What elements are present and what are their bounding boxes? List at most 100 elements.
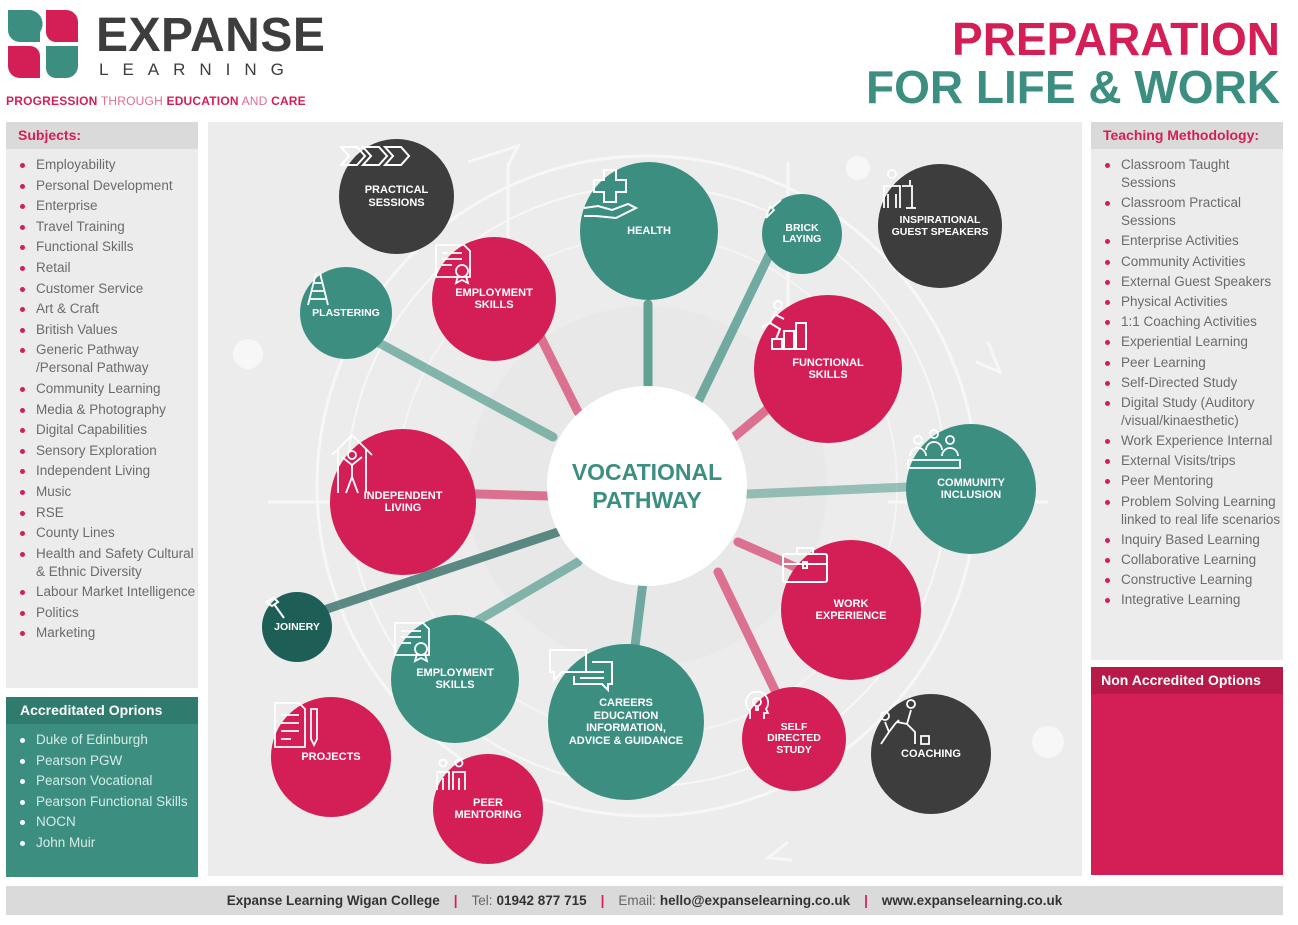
node-label: LAYING [782,233,822,245]
page-title-line1: PREPARATION [952,13,1280,65]
list-item: Pearson Vocational [18,772,198,790]
list-item: Media & Photography [18,401,198,419]
certificate-icon [394,622,430,663]
list-item: Employability [18,156,198,174]
hub-line1: VOCATIONAL [571,459,723,485]
node-label: INDEPENDENT [363,489,443,502]
ladder-icon [307,272,329,306]
list-item: Labour Market Intelligence [18,583,198,601]
page-title-line2: FOR LIFE & WORK [866,61,1280,113]
chevrons-icon [339,146,411,166]
certificate-icon [435,244,471,285]
footer-website-link[interactable]: www.expanselearning.co.uk [881,893,1063,908]
node-label: INCLUSION [940,489,1002,501]
node-label: SKILLS [435,679,475,691]
briefcase-icon [782,547,828,583]
node-careers-education: CAREERS EDUCATION INFORMATION, ADVICE & … [548,644,704,800]
node-plastering: PLASTERING [300,267,392,359]
node-label: PRACTICAL [364,184,429,196]
list-item: Collaborative Learning [1103,551,1283,569]
list-item: Classroom Practical Sessions [1103,194,1283,230]
list-item: NOCN [18,813,198,831]
footer-email-link[interactable]: hello@expanselearning.co.uk [659,893,851,908]
list-item: Integrative Learning [1103,591,1283,609]
node-label: PLASTERING [312,306,380,319]
node-inspirational-guest-speakers: INSPIRATIONAL GUEST SPEAKERS [878,164,1002,288]
accredited-heading: Accreditated Oprions [6,697,198,724]
node-employment-skills-upper: EMPLOYMENT SKILLS [432,237,556,361]
node-label: PEER [473,796,503,809]
list-item: Personal Development [18,177,198,195]
person-in-house-icon [331,433,373,494]
group-meeting-icon [907,429,961,469]
node-label: STUDY [776,743,812,756]
node-label: EMPLOYMENT [455,286,533,299]
footer-tel-label: Tel: [471,893,493,908]
list-item: Functional Skills [18,238,198,256]
methodology-panel: Teaching Methodology: Classroom Taught S… [1091,122,1283,660]
tagline: PROGRESSION THROUGH EDUCATION AND CARE [6,94,306,108]
node-label: LIVING [384,502,422,514]
node-label: SKILLS [808,369,848,381]
head-lightbulb-icon [745,691,770,719]
list-item: Health and Safety Cultural & Ethnic Dive… [18,545,198,581]
list-item: Digital Capabilities [18,421,198,439]
speaker-at-lectern-icon [883,169,916,209]
list-item: Peer Mentoring [1103,472,1283,490]
footer-bar: Expanse Learning Wigan College | Tel: 01… [6,886,1283,915]
list-item: Retail [18,259,198,277]
list-item: Enterprise Activities [1103,232,1283,250]
node-label: CAREERS [599,697,653,709]
node-peer-mentoring: PEER MENTORING [433,754,543,864]
list-item: Marketing [18,624,198,642]
list-item: Peer Learning [1103,354,1283,372]
list-item: Pearson PGW [18,752,198,770]
vocational-pathway-diagram: VOCATIONAL PATHWAY PRACTICAL SESSIONS HE… [208,122,1082,876]
node-self-directed-study: SELF DIRECTED STUDY [742,687,846,791]
list-item: RSE [18,504,198,522]
node-label: WORK [833,597,869,610]
node-label: HEALTH [627,224,671,237]
expanse-logo-icon [8,10,78,78]
cross-in-hand-icon [583,169,639,220]
node-brick-laying: BRICK LAYING [762,194,842,274]
list-item: Community Learning [18,380,198,398]
node-label: INFORMATION, [586,722,666,734]
list-item: Physical Activities [1103,293,1283,311]
list-item: Politics [18,604,198,622]
list-item: External Visits/trips [1103,452,1283,470]
node-label: COACHING [901,747,961,760]
list-item: Problem Solving Learning linked to real … [1103,493,1283,529]
list-item: County Lines [18,524,198,542]
list-item: Digital Study (Auditory /visual/kinaesth… [1103,394,1283,430]
list-item: Art & Craft [18,300,198,318]
footer-college: Expanse Learning Wigan College [226,893,440,908]
list-item: Pearson Functional Skills [18,793,198,811]
document-pen-icon [274,702,318,748]
node-functional-skills: FUNCTIONAL SKILLS [754,295,902,443]
list-item: 1:1 Coaching Activities [1103,313,1283,331]
non-accredited-panel: Non Accredited Options [1091,667,1283,875]
node-projects: PROJECTS [271,697,391,817]
helping-hand-icon [880,699,930,745]
node-label: COMMUNITY [937,476,1005,489]
node-label: GUEST SPEAKERS [891,226,989,238]
climbing-steps-icon [761,300,807,350]
node-label: SKILLS [474,299,514,311]
subjects-heading: Subjects: [6,122,198,149]
node-independent-living: INDEPENDENT LIVING [330,429,476,575]
node-label: SELF [780,720,808,733]
node-label: BRICK [785,221,819,234]
node-employment-skills-lower: EMPLOYMENT SKILLS [391,615,519,743]
footer-tel: 01942 877 715 [496,893,587,908]
node-label: EDUCATION [593,709,659,722]
node-label: JOINERY [274,620,320,633]
brand-subtitle: LEARNING [99,60,298,79]
list-item: Independent Living [18,462,198,480]
node-community-inclusion: COMMUNITY INCLUSION [906,424,1036,554]
list-item: Customer Service [18,280,198,298]
list-item: Travel Training [18,218,198,236]
trowel-icon [765,199,782,219]
